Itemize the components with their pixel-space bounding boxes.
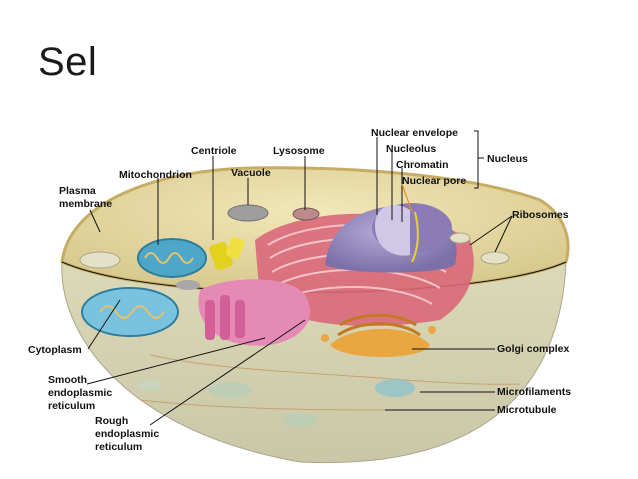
label-lysosome: Lysosome — [273, 145, 325, 157]
label-nuclear-pore: Nuclear pore — [402, 175, 466, 187]
golgi-complex — [321, 313, 436, 358]
label-membrane: membrane — [59, 198, 112, 210]
label-microfilaments: Microfilaments — [497, 386, 571, 398]
label-nucleolus: Nucleolus — [386, 143, 436, 155]
label-vacuole: Vacuole — [231, 167, 271, 179]
labels: Nuclear envelope Nucleolus Chromatin Nuc… — [28, 127, 571, 453]
label-microtubule: Microtubule — [497, 404, 557, 416]
label-rough: Rough — [95, 415, 128, 427]
label-chromatin: Chromatin — [396, 159, 449, 171]
microfilament-strands — [138, 354, 521, 427]
label-smooth-reticulum: reticulum — [48, 400, 95, 412]
slide-title: Sel — [38, 40, 98, 84]
label-nucleus: Nucleus — [487, 153, 528, 165]
label-cytoplasm: Cytoplasm — [28, 344, 82, 356]
label-golgi: Golgi complex — [497, 343, 570, 355]
label-smooth-er: endoplasmic — [48, 387, 112, 399]
mitochondrion — [81, 238, 207, 337]
vacuoles — [79, 204, 510, 290]
label-ribosomes: Ribosomes — [512, 209, 569, 221]
centriole — [209, 237, 245, 271]
label-plasma: Plasma — [59, 185, 96, 197]
label-rough-er: endoplasmic — [95, 428, 159, 440]
nucleus — [325, 203, 457, 273]
leader-lines — [86, 130, 513, 426]
label-mitochondrion: Mitochondrion — [119, 169, 192, 181]
label-rough-reticulum: reticulum — [95, 441, 142, 453]
label-smooth: Smooth — [48, 374, 87, 386]
smooth-er — [198, 279, 311, 346]
label-centriole: Centriole — [191, 145, 237, 157]
label-nuclear-envelope: Nuclear envelope — [371, 127, 458, 139]
